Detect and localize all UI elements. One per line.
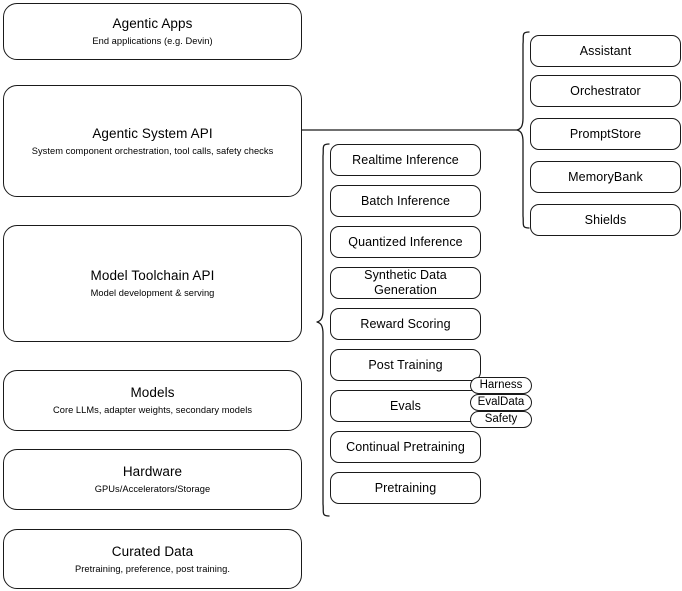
layer-box-curated-data[interactable]: Curated Data Pretraining, preference, po… [3,529,302,589]
toolchain-item-continual-pretraining[interactable]: Continual Pretraining [330,431,481,463]
evals-tag-safety[interactable]: Safety [470,411,532,428]
item-label: MemoryBank [568,169,643,184]
evals-tag-harness[interactable]: Harness [470,377,532,394]
system-item-memorybank[interactable]: MemoryBank [530,161,681,193]
layer-subtitle: Core LLMs, adapter weights, secondary mo… [52,405,253,415]
toolchain-item-post-training[interactable]: Post Training [330,349,481,381]
item-label: Assistant [579,43,632,58]
layer-title: Agentic System API [92,125,213,141]
item-label: Continual Pretraining [346,439,465,454]
item-label: Evals [389,398,422,413]
toolchain-item-pretraining[interactable]: Pretraining [330,472,481,504]
toolchain-item-synthetic-data-generation[interactable]: Synthetic Data Generation [330,267,481,299]
layer-title: Models [130,385,175,400]
layer-subtitle: End applications (e.g. Devin) [92,36,213,46]
item-label: Batch Inference [360,193,451,208]
system-item-orchestrator[interactable]: Orchestrator [530,75,681,107]
layer-box-hardware[interactable]: Hardware GPUs/Accelerators/Storage [3,449,302,510]
layer-subtitle: Model development & serving [90,288,215,298]
toolchain-item-batch-inference[interactable]: Batch Inference [330,185,481,217]
layer-box-agentic-system-api[interactable]: Agentic System API System component orch… [3,85,302,197]
layer-subtitle: GPUs/Accelerators/Storage [94,484,211,494]
toolchain-item-realtime-inference[interactable]: Realtime Inference [330,144,481,176]
toolchain-item-reward-scoring[interactable]: Reward Scoring [330,308,481,340]
tag-label: Safety [484,413,518,425]
layer-box-models[interactable]: Models Core LLMs, adapter weights, secon… [3,370,302,431]
item-label: Pretraining [374,480,437,495]
item-label: Synthetic Data Generation [364,268,447,297]
evals-tag-evaldata[interactable]: EvalData [470,394,532,411]
toolchain-item-evals[interactable]: Evals [330,390,481,422]
system-item-promptstore[interactable]: PromptStore [530,118,681,150]
system-item-assistant[interactable]: Assistant [530,35,681,67]
system-item-shields[interactable]: Shields [530,204,681,236]
layer-title: Curated Data [111,543,194,559]
layer-box-agentic-apps[interactable]: Agentic Apps End applications (e.g. Devi… [3,3,302,60]
layer-box-model-toolchain-api[interactable]: Model Toolchain API Model development & … [3,225,302,342]
item-label: PromptStore [569,126,642,141]
tag-label: Harness [479,379,523,391]
layer-title: Agentic Apps [112,16,193,31]
layer-title: Model Toolchain API [90,268,215,283]
item-label: Quantized Inference [348,234,463,249]
toolchain-components-brace [316,143,330,517]
item-label: Post Training [368,357,443,372]
system-components-brace [516,31,530,229]
item-label: Orchestrator [570,83,641,98]
toolchain-item-quantized-inference[interactable]: Quantized Inference [330,226,481,258]
tag-label: EvalData [477,396,525,408]
item-label: Reward Scoring [360,316,451,331]
layer-subtitle: Pretraining, preference, post training. [75,563,230,574]
layer-title: Hardware [122,464,183,479]
item-label: Shields [584,212,627,227]
item-label: Realtime Inference [352,152,459,167]
layer-subtitle: System component orchestration, tool cal… [31,145,274,156]
